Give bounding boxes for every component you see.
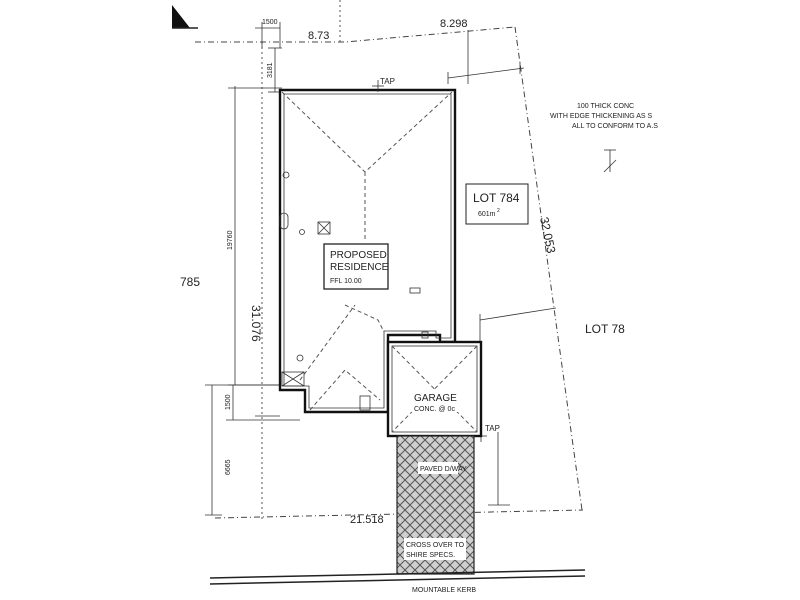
svg-text:TAP: TAP [485,424,500,433]
dimension-right-garage [479,307,557,506]
dimension-top-right-corner [447,30,525,84]
svg-text:1500: 1500 [225,394,232,410]
lot-784-label: LOT 784 601m 2 [465,183,529,225]
lot-78-label: LOT 78 [585,322,625,336]
residence-label: PROPOSED RESIDENCE FFL 10.00 [323,243,389,290]
garage-label: GARAGE [414,393,457,404]
svg-text:PAVED D/WAY: PAVED D/WAY [420,466,467,473]
svg-text:WITH EDGE THICKENING AS S: WITH EDGE THICKENING AS S [550,113,652,120]
svg-text:CONC. @ 0c: CONC. @ 0c [414,406,455,413]
dimension-left-house: 19760 31.076 [227,86,282,386]
dim-1500-top: 1500 [262,19,278,26]
svg-text:RESIDENCE: RESIDENCE [330,262,389,273]
svg-text:601m: 601m [478,211,496,218]
lot-785-label: 785 [180,275,200,289]
laundry-icon [281,371,305,387]
dimension-rear-setback: 3181 [267,47,282,93]
svg-text:6665: 6665 [225,459,232,475]
svg-text:FFL 10.00: FFL 10.00 [330,278,362,285]
dimension-front-left: 1500 6665 [205,384,300,516]
svg-text:ALL TO CONFORM TO A.S: ALL TO CONFORM TO A.S [572,123,658,130]
svg-text:PROPOSED: PROPOSED [330,250,387,261]
mountable-kerb: MOUNTABLE KERB [209,569,586,594]
svg-text:SHIRE SPECS.: SHIRE SPECS. [406,552,455,559]
svg-text:100 THICK CONC: 100 THICK CONC [577,103,634,110]
svg-text:2: 2 [497,208,500,214]
svg-text:LOT 784: LOT 784 [473,191,520,205]
toilet-icon [296,354,304,362]
bath-icon [279,212,289,230]
dim-top-frontage: 8.73 [308,30,329,42]
shower-icon [317,221,331,235]
dim-right-boundary: 32.053 [537,216,558,255]
svg-text:TAP: TAP [380,77,395,86]
dimension-top-left-setback: 1500 [255,19,281,48]
north-arrow-icon [172,5,198,29]
appliance-icon [409,287,421,294]
construction-note: 100 THICK CONC WITH EDGE THICKENING AS S… [550,103,658,173]
svg-text:19760: 19760 [227,230,234,250]
fixture-icon [282,171,290,179]
top-boundary-line [195,0,516,43]
dim-top-right-frontage: 8.298 [440,18,468,30]
basin-icon [299,229,305,235]
svg-text:CROSS OVER TO: CROSS OVER TO [406,542,465,549]
paved-driveway: PAVED D/WAY CROSS OVER TO SHIRE SPECS. [396,435,475,575]
dim-bottom-frontage: 21.518 [350,514,384,526]
garage: GARAGE CONC. @ 0c [386,331,483,438]
tap-top: TAP [372,77,395,92]
svg-text:3181: 3181 [267,62,274,78]
svg-text:MOUNTABLE KERB: MOUNTABLE KERB [412,587,476,594]
right-boundary-line [514,26,583,511]
dim-left-boundary: 31.076 [249,305,263,342]
